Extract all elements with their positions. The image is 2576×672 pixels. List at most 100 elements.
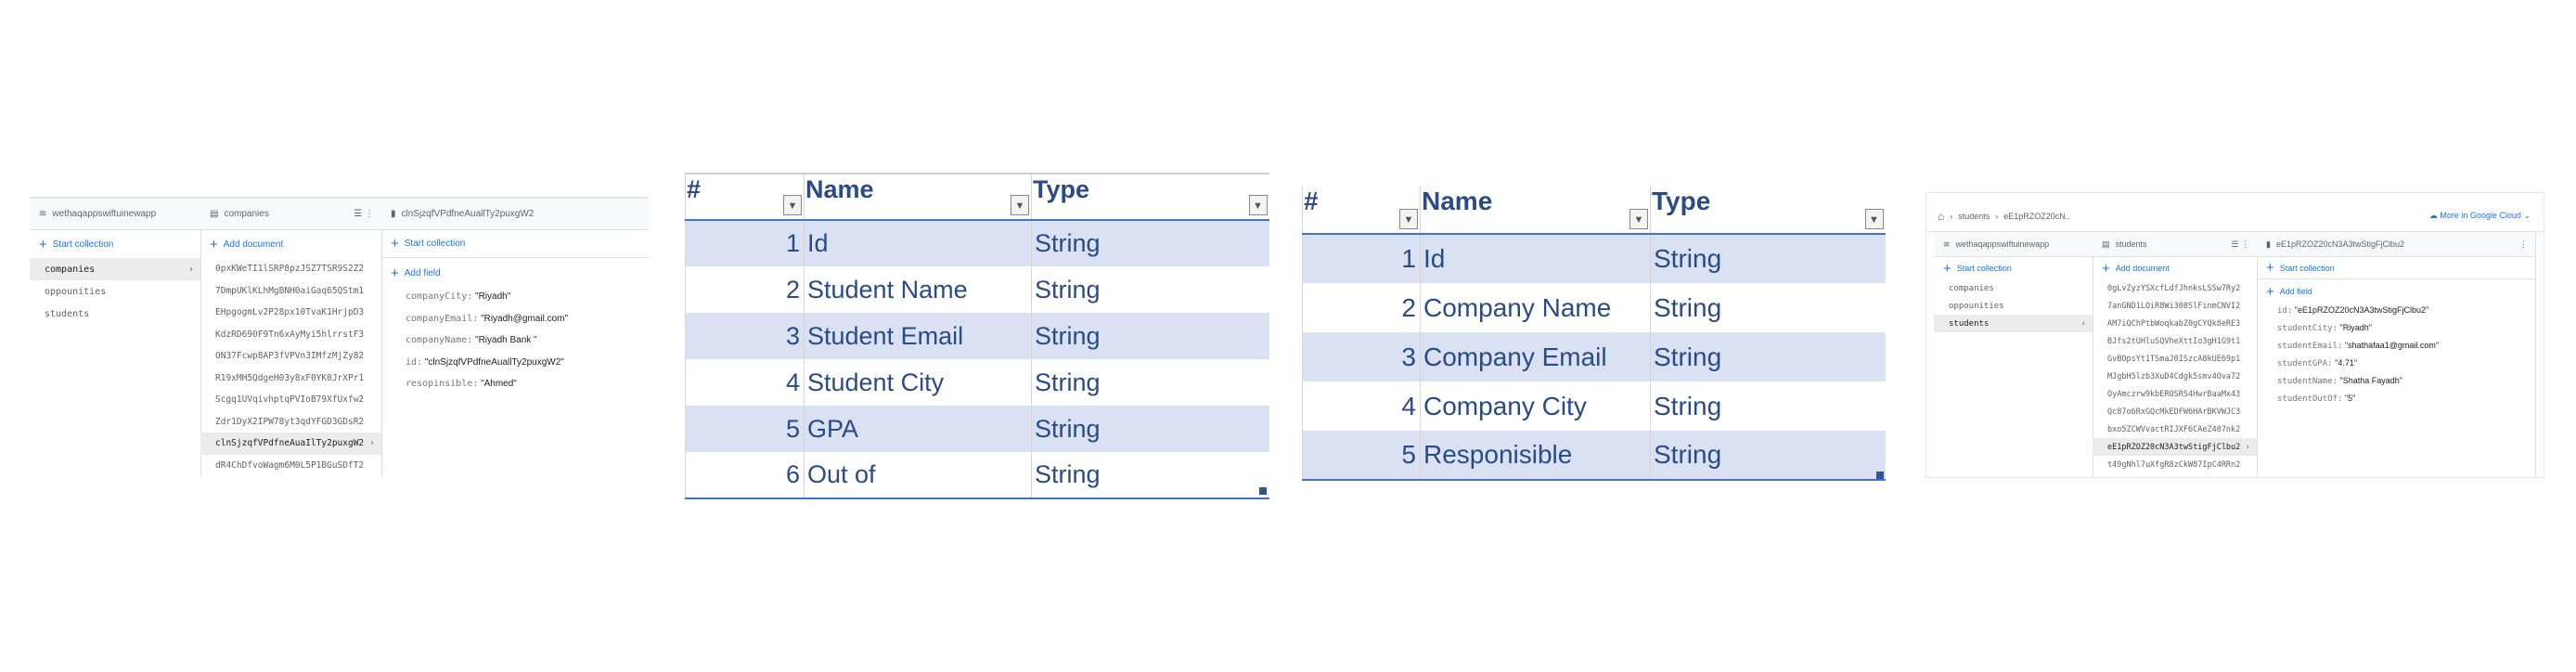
field-row[interactable]: companyEmail: "Riyadh@gmail.com" bbox=[406, 314, 568, 324]
filter-dropdown-icon[interactable]: ▼ bbox=[1011, 195, 1029, 215]
collection-item[interactable]: companies› bbox=[30, 258, 200, 280]
document-item[interactable]: dR4ChDfvoWagm6M0L5P1BGuSDfT2 bbox=[200, 455, 381, 477]
add-document-button[interactable]: + Add document bbox=[2093, 257, 2257, 279]
home-icon[interactable]: ⌂ bbox=[1938, 209, 1945, 223]
field-name-cell[interactable]: Company Email bbox=[1420, 332, 1651, 381]
field-name-cell[interactable]: Student Email bbox=[804, 313, 1032, 359]
row-number[interactable]: 3 bbox=[685, 313, 805, 359]
field-row[interactable]: studentOutOf: "5" bbox=[2277, 394, 2355, 404]
field-value: "Ahmed" bbox=[481, 379, 517, 389]
row-number[interactable]: 6 bbox=[685, 452, 805, 498]
collection-item[interactable]: students› bbox=[1934, 315, 2093, 332]
filter-dropdown-icon[interactable]: ▼ bbox=[1629, 209, 1648, 229]
document-item[interactable]: GvBOpsYt1TSmaJ0ISzcA8kUE69p1 bbox=[2093, 350, 2257, 368]
collection-item[interactable]: students bbox=[30, 303, 200, 325]
filter-dropdown-icon[interactable]: ▼ bbox=[1399, 209, 1418, 229]
field-type-cell[interactable]: String bbox=[1031, 406, 1269, 452]
filter-dropdown-icon[interactable]: ▼ bbox=[783, 195, 802, 215]
filter-menu-icons[interactable]: ☰ ⋮ bbox=[354, 209, 374, 219]
project-name: wethaqappswiftuinewapp bbox=[52, 209, 157, 219]
document-item[interactable]: Scgq1UVqivhptqPVIoB79XfUxfw2 bbox=[200, 389, 381, 411]
doc-start-collection-button[interactable]: + Start collection bbox=[381, 230, 649, 258]
document-item[interactable]: R19xMH5QdgeH03y8xF0YK0JrXPr1 bbox=[200, 368, 381, 390]
row-number[interactable]: 1 bbox=[685, 220, 805, 266]
more-vert-icon[interactable]: ⋮ bbox=[2519, 239, 2528, 249]
document-item[interactable]: BJfs2tUHluSQVheXttIo3gH1G9t1 bbox=[2093, 332, 2257, 350]
field-name-cell[interactable]: Student Name bbox=[804, 266, 1032, 313]
field-type-cell[interactable]: String bbox=[1031, 359, 1269, 406]
filter-dropdown-icon[interactable]: ▼ bbox=[1248, 195, 1268, 215]
add-field-button[interactable]: + Add field bbox=[381, 264, 649, 282]
field-row[interactable]: studentEmail: "shathafaa1@gmail.com" bbox=[2277, 341, 2439, 351]
start-collection-button[interactable]: + Start collection bbox=[1934, 257, 2093, 279]
field-name-cell[interactable]: Responisible bbox=[1420, 431, 1651, 480]
field-name-cell[interactable]: Out of bbox=[804, 452, 1032, 498]
field-type-cell[interactable]: String bbox=[1650, 431, 1886, 480]
add-field-button[interactable]: + Add field bbox=[2257, 283, 2535, 300]
field-type-cell[interactable]: String bbox=[1031, 452, 1269, 498]
field-type-cell[interactable]: String bbox=[1031, 313, 1269, 359]
field-row[interactable]: id: "eE1pRZOZ20cN3A3twStigFjClbu2" bbox=[2277, 305, 2428, 316]
add-document-button[interactable]: + Add document bbox=[200, 230, 381, 258]
document-item[interactable]: 7anGND1LOiR8Wi308SlFinmCNVI2 bbox=[2093, 297, 2257, 315]
document-item[interactable]: ON37Fcwp8AP3fVPVn3IMfzMjZy82 bbox=[200, 345, 381, 368]
field-type-cell[interactable]: String bbox=[1031, 266, 1269, 313]
doc-start-collection-button[interactable]: + Start collection bbox=[2257, 257, 2535, 279]
row-number[interactable]: 4 bbox=[685, 359, 805, 406]
field-name-cell[interactable]: Company Name bbox=[1420, 283, 1651, 332]
field-row[interactable]: studentName: "Shatha Fayadh" bbox=[2277, 376, 2402, 386]
row-number[interactable]: 5 bbox=[685, 406, 805, 452]
breadcrumb-students[interactable]: students bbox=[1958, 211, 1990, 221]
row-number[interactable]: 5 bbox=[1302, 431, 1421, 480]
header-number: #▼ bbox=[685, 174, 805, 221]
document-item[interactable]: Zdr1DyX2IPW78yt3qdYFGD3GDsR2 bbox=[200, 411, 381, 433]
document-item[interactable]: EHpgogmLv2P28px10TvaK1HrjpD3 bbox=[200, 302, 381, 324]
field-type-cell[interactable]: String bbox=[1650, 283, 1886, 332]
row-number[interactable]: 2 bbox=[685, 266, 805, 313]
document-item[interactable]: OyAmczrw9kbEROSRS4HwrBaaMx43 bbox=[2093, 385, 2257, 403]
field-type-cell[interactable]: String bbox=[1650, 332, 1886, 381]
row-number[interactable]: 4 bbox=[1302, 381, 1421, 431]
table-resize-handle[interactable] bbox=[1259, 487, 1267, 495]
document-item[interactable]: MJgbH5lzb3XuD4Cdgk5smv4Ova72 bbox=[2093, 368, 2257, 385]
document-item[interactable]: 0pxKWeTI1lSRP8pzJSZ7TSR9S2Z2 bbox=[200, 258, 381, 280]
field-row[interactable]: id: "clnSjzqfVPdfneAuallTy2puxgW2" bbox=[406, 357, 564, 368]
header-type: Type▼ bbox=[1650, 186, 1886, 235]
row-number[interactable]: 3 bbox=[1302, 332, 1421, 381]
field-name-cell[interactable]: Company City bbox=[1420, 381, 1651, 431]
document-item[interactable]: 0gLvZyzYSXcfLdfJhnksLSSw7Ry2 bbox=[2093, 279, 2257, 297]
document-item[interactable]: t49gNhl7uXfgR8zCkW87IpC4RRn2 bbox=[2093, 456, 2257, 473]
more-in-google-cloud-button[interactable]: ☁ More in Google Cloud ⌄ bbox=[2429, 211, 2531, 221]
add-field-label: Add field bbox=[2279, 287, 2312, 296]
document-item[interactable]: 7DmpUKlKLhMgBNH0aiGaq65QStm1 bbox=[200, 280, 381, 303]
field-name-cell[interactable]: GPA bbox=[804, 406, 1032, 452]
field-name-cell[interactable]: Student City bbox=[804, 359, 1032, 406]
breadcrumb-document[interactable]: eE1pRZOZ20cN.. bbox=[2003, 211, 2070, 221]
document-item[interactable]: bxo5ZCWVvactRIJXF6CAeZ407nk2 bbox=[2093, 420, 2257, 438]
field-type-cell[interactable]: String bbox=[1650, 234, 1886, 283]
field-row[interactable]: studentCity: "Riyadh" bbox=[2277, 323, 2372, 333]
row-number[interactable]: 1 bbox=[1302, 234, 1421, 283]
collection-item[interactable]: companies bbox=[1934, 279, 2093, 297]
filter-menu-icons[interactable]: ☰ ⋮ bbox=[2231, 239, 2249, 249]
field-row[interactable]: studentGPA: "4.71" bbox=[2277, 358, 2357, 368]
field-type-cell[interactable]: String bbox=[1650, 381, 1886, 431]
table-resize-handle[interactable] bbox=[1876, 472, 1884, 479]
field-key: studentOutOf: bbox=[2277, 394, 2343, 404]
field-row[interactable]: companyName: "Riyadh Bank " bbox=[406, 335, 537, 345]
start-collection-button[interactable]: + Start collection bbox=[30, 230, 200, 258]
field-type-cell[interactable]: String bbox=[1031, 220, 1269, 266]
filter-dropdown-icon[interactable]: ▼ bbox=[1864, 209, 1884, 229]
document-item[interactable]: clnSjzqfVPdfneAuaIlTy2puxgW2› bbox=[200, 433, 381, 455]
field-name-cell[interactable]: Id bbox=[804, 220, 1032, 266]
row-number[interactable]: 2 bbox=[1302, 283, 1421, 332]
field-row[interactable]: resopinsible: "Ahmed" bbox=[406, 379, 517, 389]
document-item[interactable]: KdzRD690F9Tn6xAyMyi5hlrrstF3 bbox=[200, 324, 381, 346]
document-item[interactable]: eE1pRZOZ20cN3A3twStigFjClbu2› bbox=[2093, 438, 2257, 456]
document-item[interactable]: Qc87o6RxGQcMkEDFW6HArBKVWJC3 bbox=[2093, 403, 2257, 420]
field-row[interactable]: companyCity: "Riyadh" bbox=[406, 291, 510, 302]
document-item[interactable]: AM7iQChPtbWoqkabZ0gCYQk8eRE3 bbox=[2093, 315, 2257, 332]
field-name-cell[interactable]: Id bbox=[1420, 234, 1651, 283]
collection-item[interactable]: oppounities bbox=[30, 280, 200, 303]
collection-item[interactable]: oppounities bbox=[1934, 297, 2093, 315]
